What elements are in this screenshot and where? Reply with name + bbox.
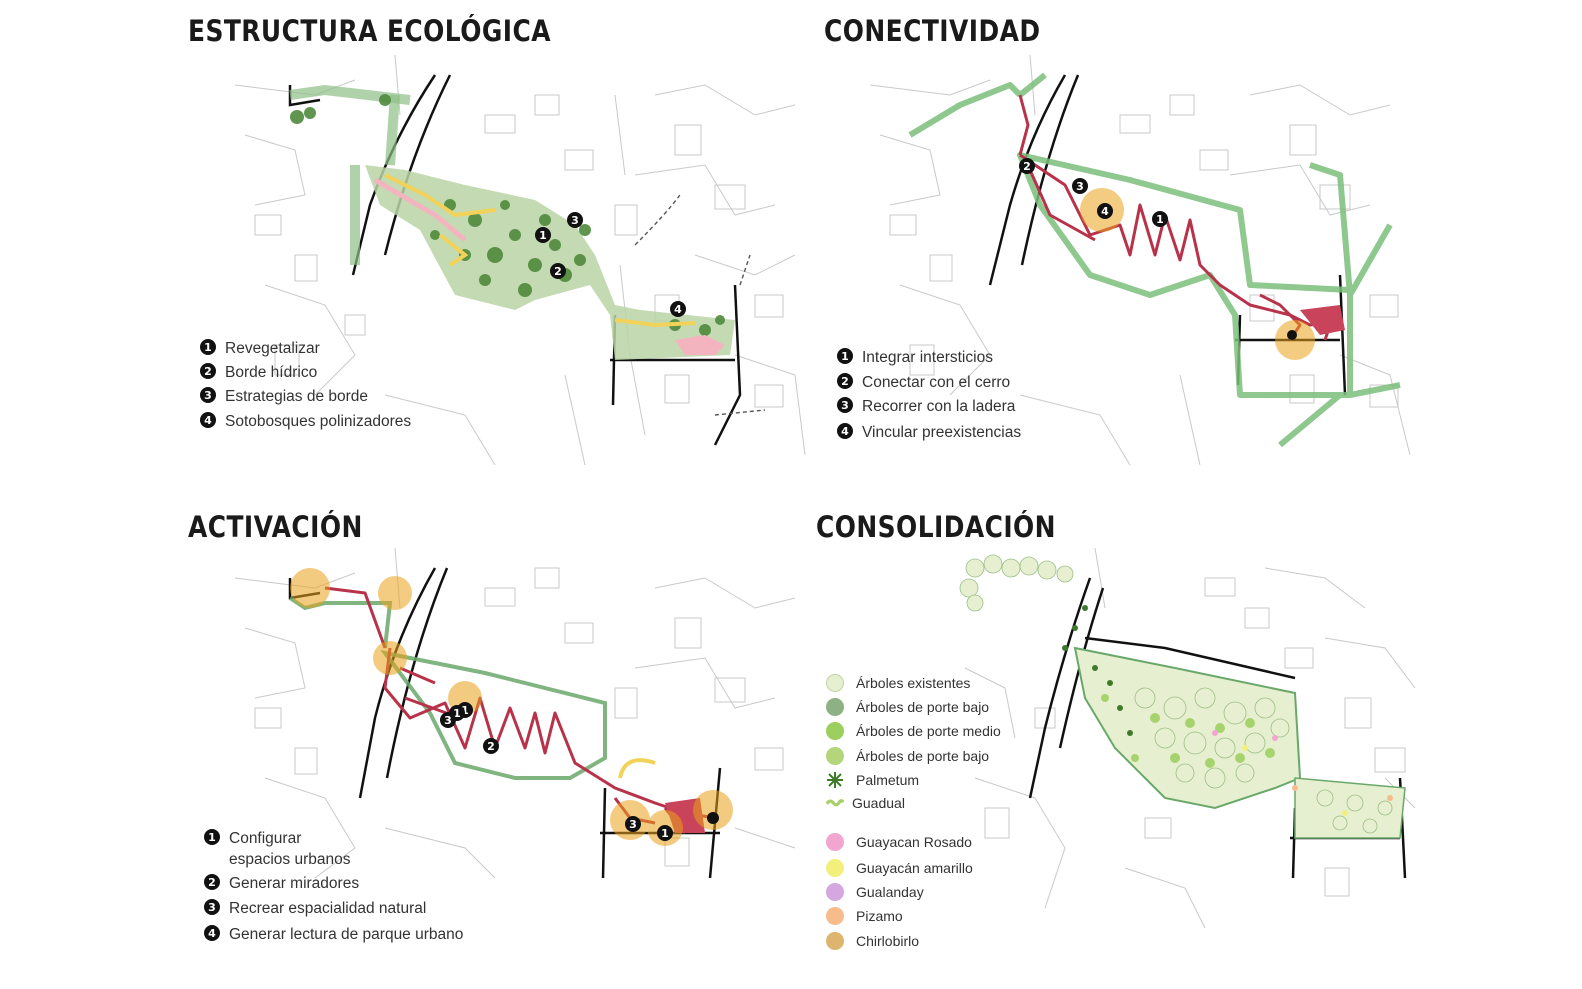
map-marker: 2 <box>487 740 495 753</box>
legend-label: Vincular preexistencias <box>862 424 1022 441</box>
legend-label: Guayacan Rosado <box>856 834 972 850</box>
legend-label: Palmetum <box>856 772 920 788</box>
legend-label: Árboles de porte bajo <box>856 699 990 715</box>
legend-item: Guayacán amarillo <box>826 859 973 877</box>
legend-item: Chirlobirlo <box>826 932 919 950</box>
guayacan-amarillo-swatch-icon <box>826 859 844 877</box>
legend-item: Gualanday <box>826 883 924 901</box>
legend-item: Palmetum <box>826 771 919 789</box>
legend-label: Generar miradores <box>229 875 360 892</box>
legend-label: Árboles existentes <box>856 675 971 691</box>
legend-item: 1 Integrar intersticios <box>837 347 993 368</box>
chirlobirlo-swatch-icon <box>826 932 844 950</box>
legend-item: 3 Recrear espacialidad natural <box>204 898 426 919</box>
legend-number: 4 <box>200 412 216 428</box>
legend-label: Chirlobirlo <box>856 933 920 949</box>
tree-medium-swatch-icon <box>826 722 844 740</box>
tree-low-light-swatch-icon <box>826 747 844 765</box>
map-marker: 4 <box>1101 205 1109 218</box>
legend-item: 2 Conectar con el cerro <box>837 372 1010 393</box>
map-consolidacion <box>959 548 1416 929</box>
gualanday-swatch-icon <box>826 883 844 901</box>
map-marker: 1 <box>453 707 461 720</box>
map-marker: 3 <box>444 714 452 727</box>
legend-item: 4 Generar lectura de parque urbano <box>204 924 463 945</box>
map-marker: 2 <box>1023 160 1031 173</box>
legend-number: 1 <box>837 348 853 364</box>
legend-number: 2 <box>837 373 853 389</box>
panel-title-activacion: ACTIVACIÓN <box>188 510 363 544</box>
legend-item: 1 Revegetalizar <box>200 338 320 359</box>
legend-number: 2 <box>204 874 220 890</box>
map-marker: 2 <box>554 265 562 278</box>
legend-label: Borde hídrico <box>225 364 318 381</box>
legend-number: 2 <box>200 363 216 379</box>
map-marker: 1 <box>661 827 669 840</box>
legend-item: 4 Sotobosques polinizadores <box>200 411 411 432</box>
legend-item: 4 Vincular preexistencias <box>837 422 1021 443</box>
panel-title-conectividad: CONECTIVIDAD <box>824 14 1041 48</box>
legend-number: 1 <box>204 829 220 845</box>
legend-label: Revegetalizar <box>225 340 320 357</box>
map-marker: 1 <box>1156 213 1164 226</box>
pizamo-swatch-icon <box>826 907 844 925</box>
tree-existing-swatch-icon <box>826 674 844 692</box>
map-conectividad: 1 2 3 4 <box>870 55 1411 465</box>
legend-label: Integrar intersticios <box>862 349 993 366</box>
map-marker: 3 <box>571 214 579 227</box>
legend-label: Sotobosques polinizadores <box>225 413 412 430</box>
legend-label: Guayacán amarillo <box>856 860 973 876</box>
legend-label: Generar lectura de parque urbano <box>229 926 464 943</box>
legend-item: Pizamo <box>826 907 903 925</box>
legend-number: 1 <box>200 339 216 355</box>
legend-item: 3 Estrategias de borde <box>200 386 368 407</box>
legend-item: Árboles existentes <box>826 674 970 692</box>
map-marker: 4 <box>674 303 682 316</box>
legend-item: 3 Recorrer con la ladera <box>837 396 1015 417</box>
palm-icon <box>827 772 843 788</box>
legend-label: Conectar con el cerro <box>862 374 1011 391</box>
legend-number: 3 <box>204 899 220 915</box>
guayacan-rosado-swatch-icon <box>826 833 844 851</box>
panel-title-consolidacion: CONSOLIDACIÓN <box>816 510 1056 544</box>
tree-low-swatch-icon <box>826 698 844 716</box>
legend-label: Gualanday <box>856 884 924 900</box>
legend-number: 3 <box>200 387 216 403</box>
map-marker: 1 <box>539 229 547 242</box>
legend-label: Recorrer con la ladera <box>862 398 1016 415</box>
legend-label: Pizamo <box>856 908 903 924</box>
legend-number: 3 <box>837 397 853 413</box>
legend-item: 2 Generar miradores <box>204 873 359 894</box>
legend-item: Guayacan Rosado <box>826 833 972 851</box>
legend-number: 4 <box>837 423 853 439</box>
legend-item: Árboles de porte bajo <box>826 747 989 765</box>
bamboo-icon <box>826 799 844 807</box>
legend-item: Árboles de porte medio <box>826 722 1001 740</box>
map-estructura: 1 2 3 4 <box>235 55 806 465</box>
legend-label: Guadual <box>852 795 905 811</box>
legend-item: Árboles de porte bajo <box>826 698 989 716</box>
map-activacion: 1 1 3 2 3 1 <box>235 548 796 878</box>
legend-label: Recrear espacialidad natural <box>229 900 427 917</box>
map-marker: 1 <box>461 704 469 717</box>
legend-number: 4 <box>204 925 220 941</box>
legend-label: Estrategias de borde <box>225 388 369 405</box>
legend-label: Árboles de porte bajo <box>856 748 990 764</box>
legend-item: Guadual <box>826 794 905 812</box>
legend-item: 2 Borde hídrico <box>200 362 317 383</box>
legend-label: Árboles de porte medio <box>856 723 1001 739</box>
map-marker: 3 <box>629 818 637 831</box>
panel-title-estructura: ESTRUCTURA ECOLÓGICA <box>188 14 551 48</box>
map-marker: 3 <box>1076 180 1084 193</box>
